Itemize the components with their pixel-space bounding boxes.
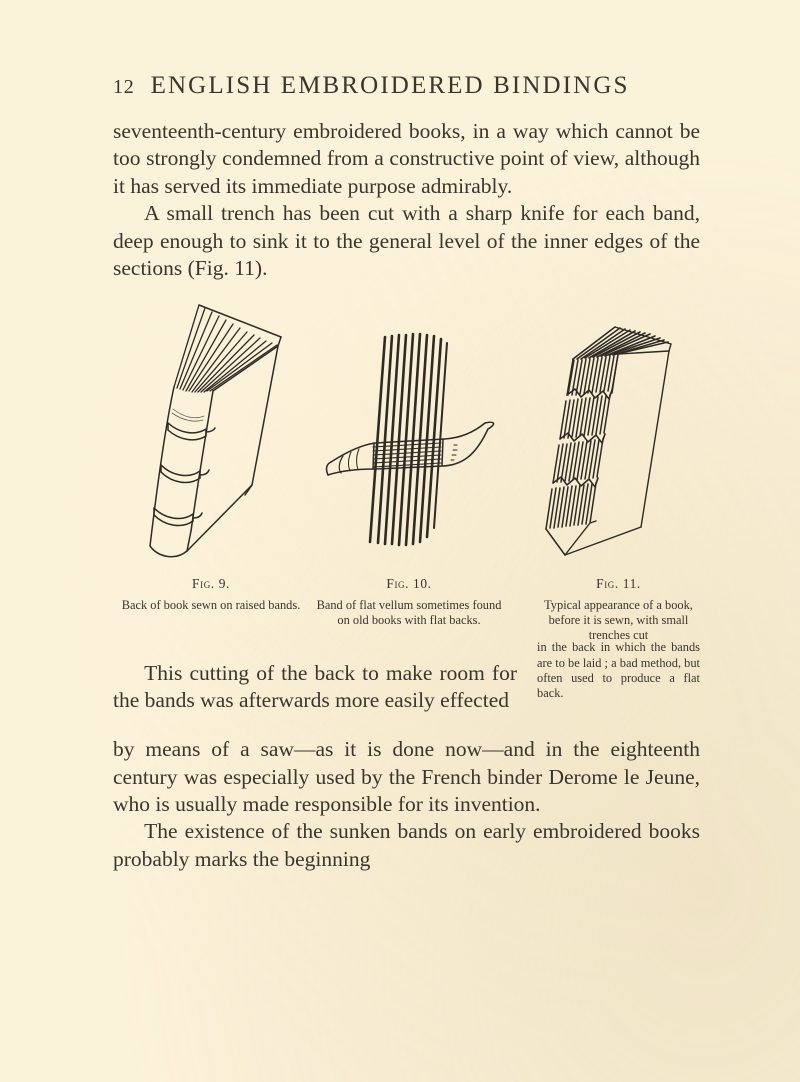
figure-strip: [113, 299, 700, 567]
figure-9-label: Fig. 9.: [192, 576, 230, 592]
figure-11-illustration: [519, 315, 691, 565]
figure-11-label: Fig. 11.: [596, 576, 641, 592]
running-title: ENGLISH EMBROIDERED BINDINGS: [150, 72, 630, 99]
figure-11-caption: Fig. 11. Typical appearance of a book, b…: [537, 576, 700, 643]
paragraph-3-tail: by means of a saw—as it is done now—and …: [113, 737, 700, 817]
figure-9-illustration: [127, 299, 297, 565]
figure-9-caption-text: Back of book sewn on raised bands.: [121, 597, 301, 612]
paragraph-2: A small trench has been cut with a sharp…: [113, 201, 700, 281]
figure-9-caption: Fig. 9. Back of book sewn on raised band…: [113, 576, 309, 612]
running-head: 12 ENGLISH EMBROIDERED BINDINGS: [113, 72, 700, 100]
figure-10-label: Fig. 10.: [386, 576, 432, 592]
figure-11-caption-text: Typical appearance of a book, before it …: [544, 597, 693, 643]
paragraph-3-head: This cutting of the back to make room fo…: [113, 660, 517, 713]
figure-10-caption-text: Band of flat vellum sometimes found on o…: [316, 597, 502, 627]
text-block: 12 ENGLISH EMBROIDERED BINDINGS seventeen…: [113, 0, 700, 873]
figure-captions: Fig. 9. Back of book sewn on raised band…: [113, 576, 700, 700]
paragraph-4: The existence of the sunken bands on ear…: [113, 819, 700, 871]
wrapped-text-row: This cutting of the back to make room fo…: [113, 660, 700, 715]
folio-number: 12: [113, 76, 135, 98]
paragraph-1: seventeenth-century embroidered books, i…: [113, 119, 700, 198]
figure-10-caption: Fig. 10. Band of flat vellum sometimes f…: [309, 576, 509, 628]
figure-11-caption-continued: in the back in which the bands are to be…: [537, 640, 700, 701]
figure-10-illustration: [323, 323, 508, 555]
